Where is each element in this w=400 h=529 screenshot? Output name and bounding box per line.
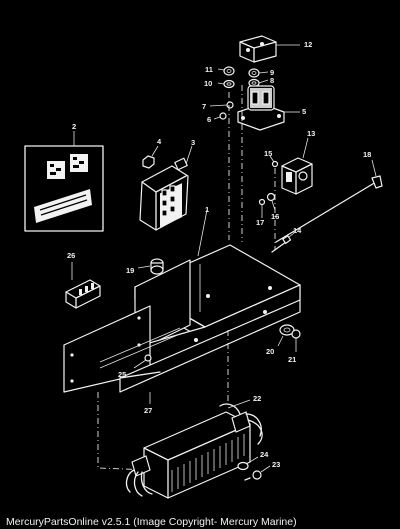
callout-24: 24 <box>260 450 269 459</box>
callout-9: 9 <box>270 68 274 77</box>
part-18-bolt <box>275 159 383 243</box>
callout-26: 26 <box>67 251 75 260</box>
part-4-nut <box>142 145 159 169</box>
part-26-connector <box>65 262 101 309</box>
callout-19: 19 <box>126 266 134 275</box>
part-5-solenoid <box>237 85 300 131</box>
part-12-bracket <box>239 35 300 63</box>
part-24-washer <box>237 456 259 471</box>
callout-7: 7 <box>202 102 206 111</box>
part-20-spacer <box>277 324 295 347</box>
callout-3: 3 <box>191 138 195 147</box>
callout-25: 25 <box>118 370 126 379</box>
callout-20: 20 <box>266 347 274 356</box>
part-17-nut <box>258 198 266 218</box>
part-19-spacer <box>137 258 164 275</box>
part-21-screw <box>291 329 301 352</box>
part-11-nut <box>217 66 235 76</box>
part-9-nut <box>248 68 269 78</box>
callout-8: 8 <box>270 76 274 85</box>
exploded-parts-diagram: 12 11 10 9 8 7 6 5 2 4 3 13 15 18 16 17 … <box>24 35 383 499</box>
part-3-connector <box>139 145 193 231</box>
part-22-module <box>125 399 263 499</box>
callout-14: 14 <box>293 226 302 235</box>
part-15-screw <box>269 155 279 168</box>
callout-10: 10 <box>204 79 212 88</box>
callout-1: 1 <box>205 205 209 214</box>
part-7-screw <box>209 101 234 109</box>
callout-5: 5 <box>302 107 306 116</box>
callout-2: 2 <box>72 122 76 131</box>
callout-18: 18 <box>363 150 371 159</box>
callout-15: 15 <box>264 149 272 158</box>
part-2-decal-kit <box>24 131 104 232</box>
part-23-screw <box>244 465 271 481</box>
part-25-nut <box>133 354 152 369</box>
part-16-nut <box>266 192 276 211</box>
callout-22: 22 <box>253 394 261 403</box>
callout-27: 27 <box>144 406 152 415</box>
copyright-caption: MercuryPartsOnline v2.5.1 (Image Copyrig… <box>6 516 297 528</box>
callout-13: 13 <box>307 129 315 138</box>
callout-12: 12 <box>304 40 312 49</box>
part-6-washer <box>213 112 227 120</box>
part-13-relay <box>281 137 313 195</box>
part-14-screw <box>271 232 295 253</box>
part-10-washer <box>217 79 235 89</box>
callout-16: 16 <box>271 212 279 221</box>
callout-17: 17 <box>256 218 264 227</box>
callout-11: 11 <box>205 65 213 74</box>
callout-4: 4 <box>157 137 162 146</box>
callout-21: 21 <box>288 355 296 364</box>
part-1-mounting-bracket <box>63 209 301 393</box>
callout-6: 6 <box>207 115 211 124</box>
callout-23: 23 <box>272 460 280 469</box>
